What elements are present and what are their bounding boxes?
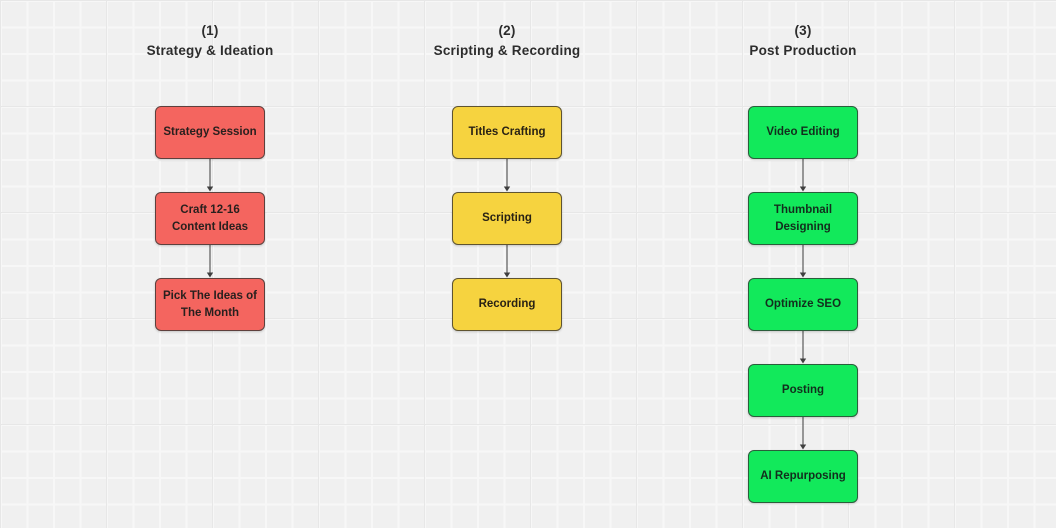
flow-node[interactable]: AI Repurposing: [748, 450, 858, 503]
flow-node[interactable]: Optimize SEO: [748, 278, 858, 331]
edge-arrow[interactable]: [799, 417, 807, 450]
flow-node[interactable]: Scripting: [452, 192, 562, 245]
column-number: (2): [498, 23, 516, 38]
edge-arrow[interactable]: [799, 331, 807, 364]
flow-node[interactable]: Titles Crafting: [452, 106, 562, 159]
column-header[interactable]: (2) Scripting & Recording: [387, 21, 627, 61]
flow-node[interactable]: Craft 12-16 Content Ideas: [155, 192, 265, 245]
flow-node[interactable]: Recording: [452, 278, 562, 331]
column-header[interactable]: (3) Post Production: [683, 21, 923, 61]
column-header[interactable]: (1) Strategy & Ideation: [90, 21, 330, 61]
column-number: (3): [794, 23, 812, 38]
column-title: Post Production: [749, 43, 857, 58]
edge-arrow[interactable]: [206, 245, 214, 278]
flow-node[interactable]: Posting: [748, 364, 858, 417]
edge-arrow[interactable]: [503, 159, 511, 192]
column-title: Scripting & Recording: [433, 43, 581, 58]
column-number: (1): [201, 23, 219, 38]
flow-node[interactable]: Pick The Ideas of The Month: [155, 278, 265, 331]
edge-arrow[interactable]: [799, 159, 807, 192]
flow-node[interactable]: Thumbnail Designing: [748, 192, 858, 245]
column-title: Strategy & Ideation: [146, 43, 274, 58]
flow-node[interactable]: Strategy Session: [155, 106, 265, 159]
flow-node[interactable]: Video Editing: [748, 106, 858, 159]
edge-arrow[interactable]: [206, 159, 214, 192]
edge-arrow[interactable]: [799, 245, 807, 278]
edge-arrow[interactable]: [503, 245, 511, 278]
